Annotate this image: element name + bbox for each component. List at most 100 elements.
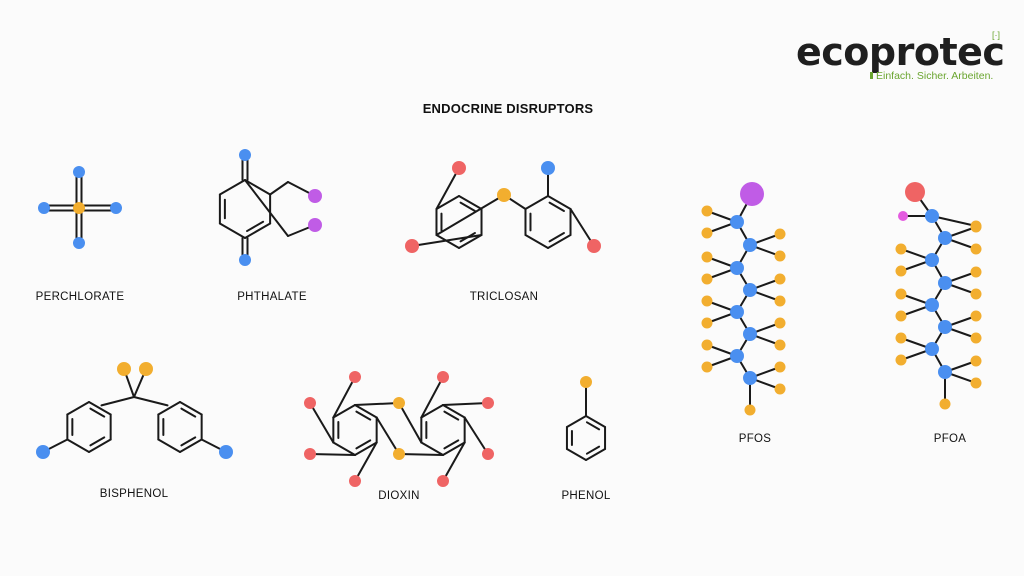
fluorine-atom <box>774 383 786 395</box>
brand-name: ecoprotec <box>796 30 1005 74</box>
ring-bond <box>88 401 112 416</box>
chlorine-atom <box>452 161 466 175</box>
ring-bond <box>442 404 466 419</box>
inner-bond <box>89 407 106 418</box>
hydroxyl-atom <box>541 161 555 175</box>
label-pfoa: PFOA <box>933 433 967 445</box>
methyl-atom <box>139 362 153 376</box>
hydroxyl-atom <box>219 445 233 459</box>
ring-bond <box>157 401 181 416</box>
chlorine-atom <box>349 371 361 383</box>
hydroxyl-atom <box>580 376 592 388</box>
bond <box>332 376 356 419</box>
chlorine-atom <box>482 448 494 460</box>
carbon-atom <box>730 349 744 363</box>
sulfonate-group <box>740 182 764 206</box>
bond <box>420 376 444 419</box>
fluorine-atom <box>701 273 713 285</box>
ring-bond <box>179 401 203 416</box>
fluorine-atom <box>970 266 982 278</box>
ring-bond <box>565 448 587 461</box>
bond <box>435 167 460 210</box>
chlorine-atom <box>587 239 601 253</box>
bond <box>269 181 289 196</box>
fluorine-atom <box>970 310 982 322</box>
fluorine-atom <box>895 288 907 300</box>
label-phenol: PHENOL <box>561 490 611 502</box>
fluorine-atom <box>701 251 713 263</box>
chlorine-atom <box>349 475 361 487</box>
inner-bond <box>246 220 265 233</box>
carbon-atom <box>730 305 744 319</box>
ring-bond <box>585 448 607 461</box>
inner-bond <box>443 439 460 450</box>
inner-bond <box>89 436 106 447</box>
ring-bond <box>547 234 572 249</box>
fluorine-atom <box>701 227 713 239</box>
ring-bond <box>547 195 572 210</box>
fluorine-atom <box>774 295 786 307</box>
inner-bond <box>355 410 372 421</box>
label-pfos: PFOS <box>738 433 772 445</box>
chlorine-atom <box>437 371 449 383</box>
chlorine-atom <box>304 397 316 409</box>
bond <box>398 453 444 456</box>
hydroxyl-atom <box>36 445 50 459</box>
fluorine-atom <box>895 354 907 366</box>
fluorine-atom <box>774 250 786 262</box>
ring-bond <box>88 438 112 453</box>
ring-bond <box>218 179 246 196</box>
brand-tagline: Einfach. Sicher. Arbeiten. <box>870 70 993 82</box>
fluorine-atom <box>774 273 786 285</box>
carbon-atom <box>743 238 757 252</box>
bond <box>133 396 169 407</box>
carbon-atom <box>743 327 757 341</box>
fluorine-atom <box>701 317 713 329</box>
carbon-atom <box>938 365 952 379</box>
ring-bond <box>524 195 549 210</box>
carbon-atom <box>743 371 757 385</box>
inner-bond <box>355 439 372 450</box>
inner-bond <box>180 407 197 418</box>
ring-bond <box>244 179 272 196</box>
oxygen-atom <box>393 397 405 409</box>
fluorine-atom <box>895 332 907 344</box>
perchlorate-oxygen <box>38 202 50 214</box>
label-phthalate: PHTHALATE <box>237 291 307 303</box>
bond <box>309 402 335 444</box>
carbon-atom <box>730 215 744 229</box>
perchlorate-oxygen <box>73 166 85 178</box>
ring-bond <box>442 441 466 456</box>
fluorine-atom <box>970 220 982 232</box>
chlorine-atom <box>482 397 494 409</box>
tagline-bar-icon <box>870 72 873 79</box>
carbon-atom <box>938 320 952 334</box>
fluorine-atom <box>701 205 713 217</box>
label-dioxin: DIOXIN <box>378 490 420 502</box>
carbon-atom <box>925 298 939 312</box>
ring-bond <box>420 404 444 419</box>
phthalate-ester <box>308 218 322 232</box>
perchlorate-oxygen <box>73 237 85 249</box>
bond <box>435 194 505 236</box>
fluorine-atom <box>744 404 756 416</box>
ring-bond <box>332 441 356 456</box>
brand-tagline-text: Einfach. Sicher. Arbeiten. <box>876 70 994 82</box>
carbon-atom <box>925 342 939 356</box>
ring-bond <box>435 234 460 249</box>
ring-bond <box>354 404 378 419</box>
fluorine-atom <box>970 288 982 300</box>
ring-bond <box>179 438 203 453</box>
fluorine-atom <box>895 310 907 322</box>
oxygen-atom <box>393 448 405 460</box>
fluorine-atom <box>774 317 786 329</box>
bond <box>398 402 423 444</box>
fluorine-atom <box>970 377 982 389</box>
perchlorate-oxygen <box>110 202 122 214</box>
methyl-atom <box>117 362 131 376</box>
bond <box>442 402 489 406</box>
inner-bond <box>548 232 565 243</box>
inner-bond <box>459 201 476 212</box>
fluorine-atom <box>774 361 786 373</box>
